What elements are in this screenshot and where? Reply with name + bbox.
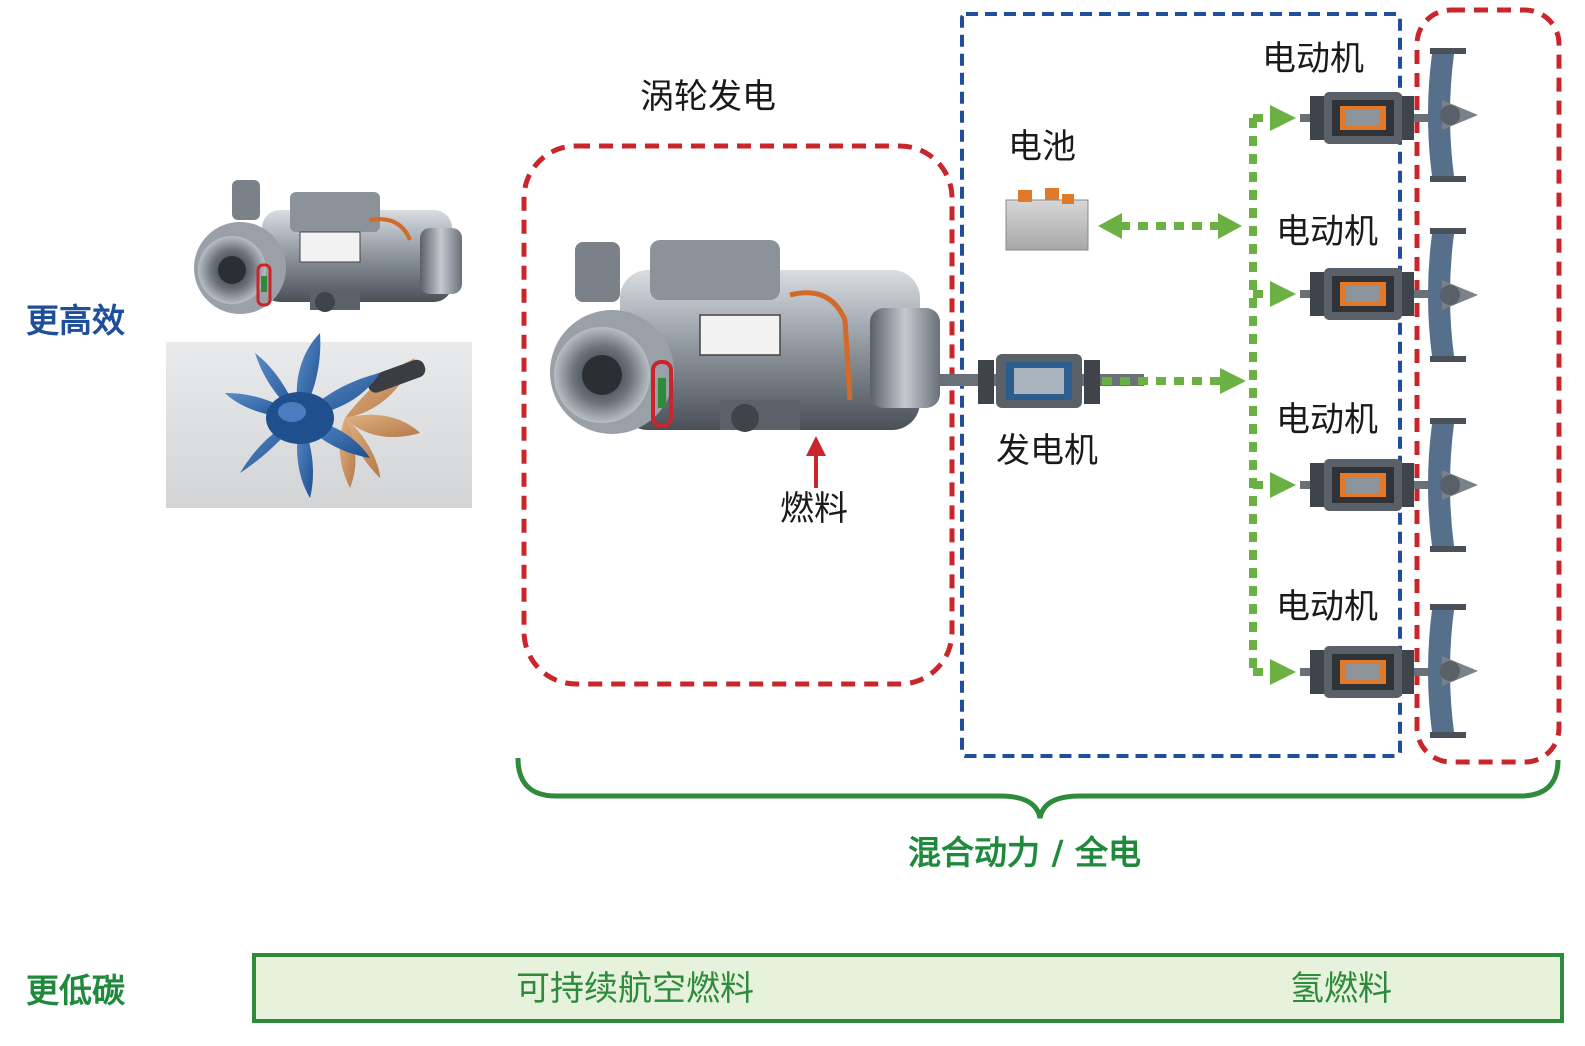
motor-label-3: 电动机 — [1276, 400, 1378, 440]
turbogenerator-engine-icon — [550, 240, 980, 434]
electric-motor-icon — [1300, 459, 1430, 511]
ducted-propeller-icon — [1428, 48, 1478, 182]
generator-icon — [944, 354, 1144, 408]
generator-bus-arrow — [1102, 368, 1246, 394]
battery-bus-arrow — [1098, 213, 1242, 239]
turbo-generation-frame — [521, 143, 955, 687]
ducted-propeller-icon — [1428, 418, 1478, 552]
electric-motor-icon — [1300, 646, 1430, 698]
sustainable-fuel-label: 可持续航空燃料 — [516, 969, 754, 1009]
battery-icon — [1005, 188, 1089, 251]
fuel-strip — [252, 953, 1564, 1023]
turbo-generation-label: 涡轮发电 — [640, 77, 776, 117]
motor-label-4: 电动机 — [1276, 587, 1378, 627]
fuel-arrow — [806, 436, 826, 488]
hybrid-electric-label: 混合动力 / 全电 — [908, 833, 1142, 872]
ducted-propeller-icon — [1428, 228, 1478, 362]
ducted-propeller-icon — [1428, 604, 1478, 738]
hydrogen-fuel-label: 氢燃料 — [1290, 969, 1392, 1009]
motor-label-2: 电动机 — [1276, 212, 1378, 252]
battery-label: 电池 — [1008, 127, 1076, 167]
propulsor-frame — [1414, 7, 1562, 765]
lowcarbon-label: 更低碳 — [26, 971, 125, 1010]
efficiency-label: 更高效 — [26, 301, 125, 340]
turboshaft-engine-icon — [194, 180, 462, 314]
electric-motor-icon — [1300, 92, 1430, 144]
fuel-label: 燃料 — [780, 489, 848, 529]
generator-label: 发电机 — [996, 431, 1098, 471]
motor-label-1: 电动机 — [1262, 39, 1364, 79]
electric-motor-icon — [1300, 268, 1430, 320]
hybrid-brace — [515, 757, 1561, 819]
motor-branch-arrows — [1253, 105, 1296, 685]
open-rotor-fan-icon — [166, 333, 472, 508]
